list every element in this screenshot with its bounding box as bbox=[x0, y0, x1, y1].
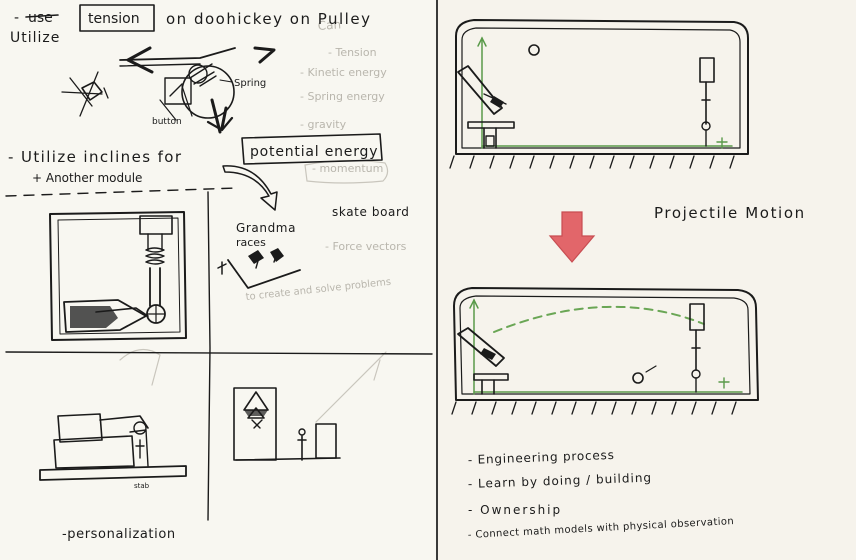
bullet-list: - Engineering process - Learn by doing /… bbox=[468, 448, 735, 541]
display-case-sketch bbox=[234, 388, 340, 460]
grandma-text-c: skate board bbox=[332, 205, 410, 219]
vertical-divider bbox=[208, 192, 210, 520]
label-button: button bbox=[152, 117, 182, 127]
heading-inclines-text: - Utilize inclines for bbox=[8, 148, 182, 166]
grandma-text-a: Grandma bbox=[236, 221, 296, 235]
bullet-4: - Connect math models with physical obse… bbox=[468, 516, 735, 541]
faint-note-7: - Force vectors bbox=[325, 240, 407, 253]
faint-note-3: - Kinetic energy bbox=[300, 66, 387, 79]
right-notebook-page: Projectile Motion bbox=[438, 0, 856, 560]
trajectory-path bbox=[494, 307, 704, 332]
boxed-word-tension: tension bbox=[88, 11, 140, 27]
faint-note-4: - Spring energy bbox=[300, 90, 385, 103]
bullet-3: - Ownership bbox=[468, 503, 562, 517]
faint-note-2: - Tension bbox=[328, 46, 377, 59]
tiny-label: stab bbox=[134, 482, 150, 490]
boxed-phrase-potential-energy: potential energy bbox=[250, 144, 378, 160]
left-notebook-page: Can - Tension - Kinetic energy - Spring … bbox=[0, 0, 436, 560]
heading-rest: on doohickey on Pulley bbox=[166, 10, 371, 28]
another-module: + Another module bbox=[32, 171, 142, 185]
left-page-sketch: Can - Tension - Kinetic energy - Spring … bbox=[0, 0, 436, 560]
launcher-device-sketch bbox=[50, 212, 186, 340]
bullet-2: - Learn by doing / building bbox=[468, 471, 653, 491]
dashed-divider bbox=[6, 188, 236, 196]
top-projectile-scene bbox=[450, 20, 748, 168]
struck-word: use bbox=[28, 10, 53, 26]
heading-utilize: Utilize bbox=[10, 30, 60, 46]
faint-note-6: - momentum bbox=[312, 162, 383, 175]
table-machine-sketch: stab bbox=[40, 414, 186, 490]
bottom-projectile-scene bbox=[452, 288, 758, 414]
pulley-sketch: Spring button bbox=[62, 48, 274, 132]
down-arrow-icon bbox=[550, 212, 594, 262]
label-spring: Spring bbox=[234, 78, 266, 89]
dash-mark: - bbox=[14, 10, 19, 26]
personalization-label: -personalization bbox=[62, 527, 176, 542]
bullet-1: - Engineering process bbox=[468, 448, 615, 467]
grandma-text-b: races bbox=[236, 236, 266, 249]
right-page-sketch: Projectile Motion bbox=[438, 0, 856, 560]
projectile-motion-title: Projectile Motion bbox=[654, 204, 806, 222]
heading-tension: - use tension on doohickey on Pulley Uti… bbox=[10, 5, 371, 46]
horizontal-divider bbox=[6, 352, 432, 354]
faint-note-5: - gravity bbox=[300, 118, 347, 131]
